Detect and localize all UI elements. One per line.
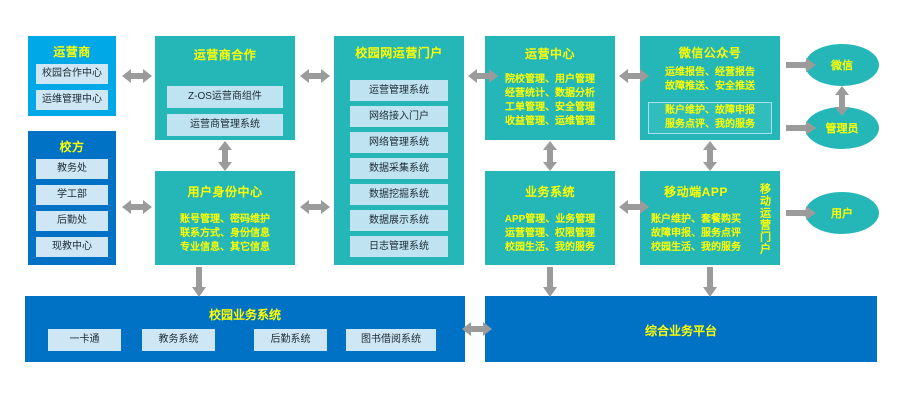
business-system-lines: APP管理、业务管理 运营管理、权限管理 校园生活、我的服务 — [485, 207, 615, 261]
user-identity-panel: 用户身份中心 账号管理、密码维护 联系方式、身份信息 专业信息、其它信息 — [155, 171, 295, 265]
wechat-panel-title: 微信公众号 — [678, 46, 742, 60]
business-system-line-2: 校园生活、我的服务 — [505, 242, 595, 253]
arrow-portal-to-campus-business — [192, 267, 206, 297]
operator-panel-title: 运营商 — [53, 45, 91, 59]
operation-center-line-1: 经营统计、数据分析 — [505, 88, 595, 99]
operator-item-1[interactable]: 运维管理中心 — [36, 90, 108, 110]
campus-business-item-0[interactable]: 一卡通 — [48, 329, 121, 351]
wechat-panel-boxed-line-1: 服务点评、我的服务 — [665, 119, 755, 130]
operation-center-line-2: 工单管理、安全管理 — [505, 102, 595, 113]
campus-portal-panel: 校园网运营门户 运营管理系统 网络接入门户 网络管理系统 数据采集系统 数据挖掘… — [334, 36, 464, 265]
campus-business-bar-title: 校园业务系统 — [208, 308, 281, 322]
arrow-mobile-to-integrated-platform — [703, 267, 717, 297]
user-identity-title: 用户身份中心 — [187, 185, 263, 199]
campus-business-bar: 校园业务系统 一卡通 教务系统 后勤系统 图书借阅系统 — [25, 296, 465, 362]
wechat-panel-boxed-line-0: 账户维护、故障申报 — [665, 105, 755, 116]
arrow-coop-to-identity — [218, 141, 232, 171]
operation-center-line-0: 院校管理、用户管理 — [505, 74, 595, 85]
operator-coop-panel: 运营商合作 Z-OS运营商组件 运营商管理系统 — [155, 36, 295, 140]
endpoint-admin[interactable]: 管理员 — [805, 107, 879, 149]
campus-business-item-1[interactable]: 教务系统 — [142, 329, 215, 351]
integrated-platform-title: 综合业务平台 — [644, 324, 717, 338]
campus-business-item-2[interactable]: 后勤系统 — [254, 329, 327, 351]
operator-coop-item-1[interactable]: 运营商管理系统 — [167, 114, 283, 136]
campus-business-item-3[interactable]: 图书借阅系统 — [346, 329, 436, 351]
user-identity-lines: 账号管理、密码维护 联系方式、身份信息 专业信息、其它信息 — [155, 207, 295, 261]
school-item-3[interactable]: 现教中心 — [36, 237, 108, 257]
user-identity-line-0: 账号管理、密码维护 — [180, 214, 270, 225]
school-panel-title: 校方 — [59, 140, 85, 154]
wechat-panel-service-box[interactable]: 账户维护、故障申报 服务点评、我的服务 — [648, 102, 772, 134]
business-system-line-1: 运营管理、权限管理 — [505, 228, 595, 239]
school-panel: 校方 教务处 学工部 后勤处 现教中心 — [28, 131, 116, 265]
campus-portal-item-3[interactable]: 数据采集系统 — [350, 158, 448, 179]
arrow-to-admin-endpoint — [786, 121, 816, 135]
campus-portal-item-0[interactable]: 运营管理系统 — [350, 80, 448, 101]
operation-center-panel: 运营中心 院校管理、用户管理 经营统计、数据分析 工单管理、安全管理 收益管理、… — [485, 36, 615, 140]
mobile-app-lines: 账户维护、套餐购买 故障申报、服务点评 校园生活、我的服务 — [626, 207, 766, 261]
mobile-app-line-2: 校园生活、我的服务 — [651, 242, 741, 253]
arrow-coop-to-portal — [300, 69, 330, 83]
wechat-panel-line-0: 运维报告、经营报告 — [665, 67, 755, 78]
operator-panel: 运营商 校园合作中心 运维管理中心 — [28, 36, 116, 116]
campus-portal-item-6[interactable]: 日志管理系统 — [350, 236, 448, 257]
mobile-operation-portal-label: 移动运营门户 — [758, 183, 771, 255]
school-item-2[interactable]: 后勤处 — [36, 211, 108, 231]
arrow-to-user-endpoint — [786, 206, 816, 220]
wechat-panel-line-1: 故障推送、安全推送 — [665, 81, 755, 92]
integrated-platform-bar: 综合业务平台 — [485, 296, 877, 362]
arrow-operator-to-coop — [122, 69, 152, 83]
arrow-wechat-to-mobile-app — [703, 141, 717, 171]
business-system-title: 业务系统 — [524, 185, 575, 199]
endpoint-user[interactable]: 用户 — [805, 192, 879, 234]
operator-coop-item-0[interactable]: Z-OS运营商组件 — [167, 86, 283, 108]
school-item-0[interactable]: 教务处 — [36, 159, 108, 179]
campus-portal-title: 校园网运营门户 — [355, 46, 443, 60]
operator-coop-title: 运营商合作 — [193, 48, 257, 62]
operator-item-0[interactable]: 校园合作中心 — [36, 64, 108, 84]
campus-portal-item-5[interactable]: 数据展示系统 — [350, 210, 448, 231]
arrow-to-wechat-endpoint — [786, 58, 816, 72]
wechat-panel: 微信公众号 运维报告、经营报告 故障推送、安全推送 账户维护、故障申报 服务点评… — [640, 36, 780, 140]
mobile-app-title: 移动端APP — [664, 185, 728, 199]
campus-portal-item-1[interactable]: 网络接入门户 — [350, 106, 448, 127]
mobile-app-line-0: 账户维护、套餐购买 — [651, 214, 741, 225]
arrow-campus-business-to-integrated-platform — [462, 322, 492, 336]
operation-center-line-3: 收益管理、运维管理 — [505, 116, 595, 127]
arrow-identity-to-portal — [300, 200, 330, 214]
arrow-school-to-identity — [122, 200, 152, 214]
campus-portal-item-4[interactable]: 数据挖掘系统 — [350, 184, 448, 205]
endpoint-wechat[interactable]: 微信 — [805, 44, 879, 86]
business-system-panel: 业务系统 APP管理、业务管理 运营管理、权限管理 校园生活、我的服务 — [485, 171, 615, 265]
operation-center-lines: 院校管理、用户管理 经营统计、数据分析 工单管理、安全管理 收益管理、运维管理 — [485, 68, 615, 134]
business-system-line-0: APP管理、业务管理 — [504, 214, 596, 225]
campus-portal-item-2[interactable]: 网络管理系统 — [350, 132, 448, 153]
school-item-1[interactable]: 学工部 — [36, 185, 108, 205]
arrow-operation-center-to-business — [543, 141, 557, 171]
arrow-portal-to-operation-center — [468, 69, 498, 83]
arrow-business-to-mobile-app — [619, 200, 649, 214]
arrow-operation-center-to-wechat — [619, 69, 649, 83]
mobile-app-panel: 移动端APP 账户维护、套餐购买 故障申报、服务点评 校园生活、我的服务 移动运… — [640, 171, 780, 265]
operation-center-title: 运营中心 — [524, 47, 575, 61]
mobile-app-line-1: 故障申报、服务点评 — [651, 228, 741, 239]
arrow-business-to-integrated-platform — [543, 267, 557, 297]
wechat-panel-lines: 运维报告、经营报告 故障推送、安全推送 — [640, 64, 780, 96]
arrow-wechat-to-admin — [835, 86, 849, 116]
user-identity-line-1: 联系方式、身份信息 — [180, 228, 270, 239]
user-identity-line-2: 专业信息、其它信息 — [180, 242, 270, 253]
